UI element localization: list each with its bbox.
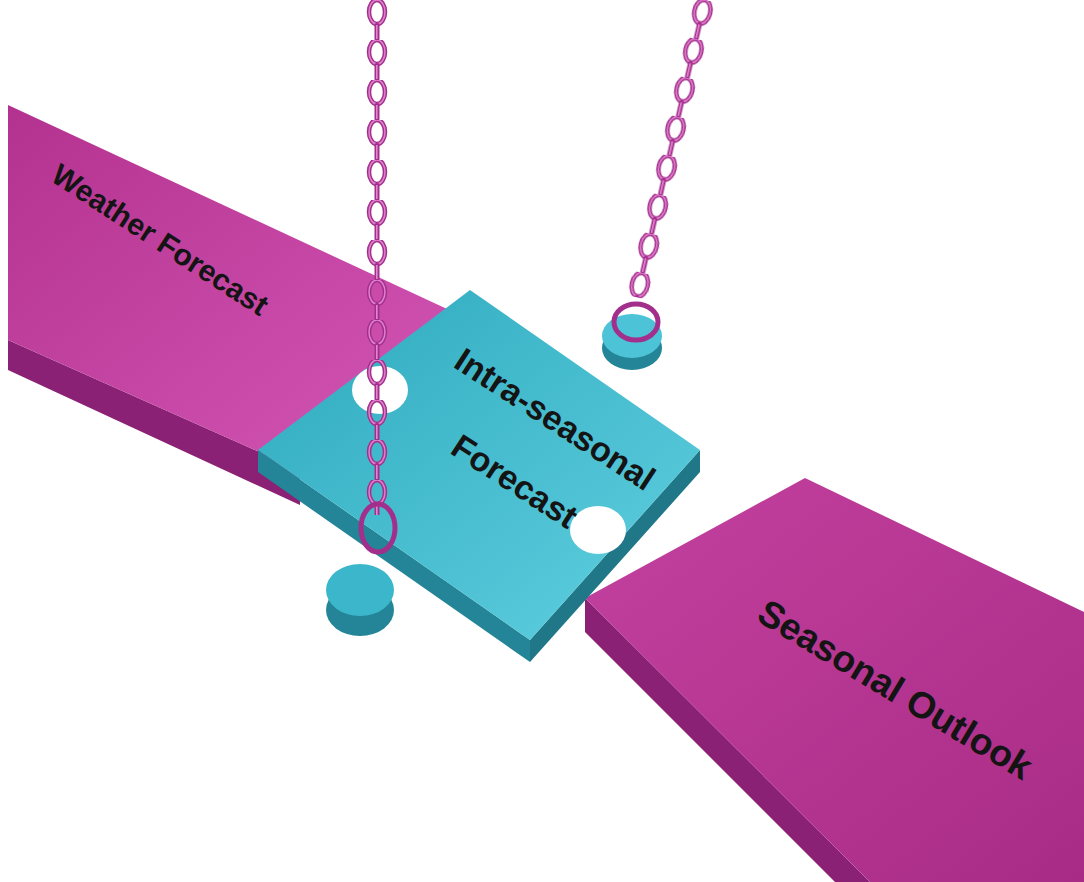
- right-chain: [624, 0, 720, 300]
- plank-band: Seasonal Outlook: [570, 470, 1084, 882]
- puzzle-knob: [602, 314, 662, 358]
- node-outline: [570, 470, 1084, 882]
- puzzle-socket: [352, 366, 408, 414]
- puzzle-knob: [326, 564, 394, 616]
- puzzle-piece: Intra-seasonal Forecast: [250, 280, 720, 680]
- plank-surface: [585, 478, 1084, 882]
